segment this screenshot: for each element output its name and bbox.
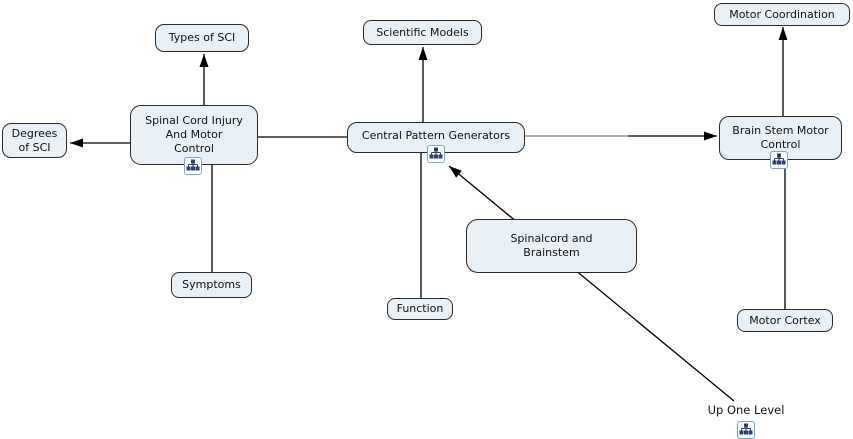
node-motor-coordination[interactable]: Motor Coordination <box>714 3 850 26</box>
node-label: Motor Cortex <box>749 313 821 327</box>
node-label: Central Pattern Generators <box>361 128 511 142</box>
node-label: Brain Stem Motor Control <box>732 124 829 151</box>
node-function[interactable]: Function <box>387 298 453 320</box>
node-label: Spinalcord and Brainstem <box>510 232 593 259</box>
node-spinalcord-and-brainstem[interactable]: Spinalcord and Brainstem <box>466 219 637 273</box>
node-degrees-of-sci[interactable]: Degrees of SCI <box>2 123 67 158</box>
submap-icon[interactable] <box>737 421 755 439</box>
node-label: Symptoms <box>182 278 241 292</box>
node-label: Degrees of SCI <box>11 126 58 154</box>
node-label: Function <box>396 302 444 316</box>
node-spinal-cord-injury[interactable]: Spinal Cord Injury And Motor Control <box>130 105 258 165</box>
node-label: Spinal Cord Injury And Motor Control <box>145 114 243 155</box>
submap-icon[interactable] <box>427 145 445 163</box>
node-motor-cortex[interactable]: Motor Cortex <box>737 309 833 332</box>
node-label: Motor Coordination <box>729 7 835 21</box>
up-one-level-label: Up One Level <box>707 403 785 417</box>
node-symptoms[interactable]: Symptoms <box>171 272 252 298</box>
edge-up-one-level-to-central-pattern-generators <box>448 165 735 402</box>
node-types-of-sci[interactable]: Types of SCI <box>155 24 249 52</box>
node-label: Scientific Models <box>376 25 469 39</box>
up-one-level-link[interactable]: Up One Level <box>690 403 802 417</box>
submap-icon[interactable] <box>184 157 202 175</box>
node-scientific-models[interactable]: Scientific Models <box>363 20 482 45</box>
node-label: Types of SCI <box>168 31 236 45</box>
submap-icon[interactable] <box>770 151 788 169</box>
